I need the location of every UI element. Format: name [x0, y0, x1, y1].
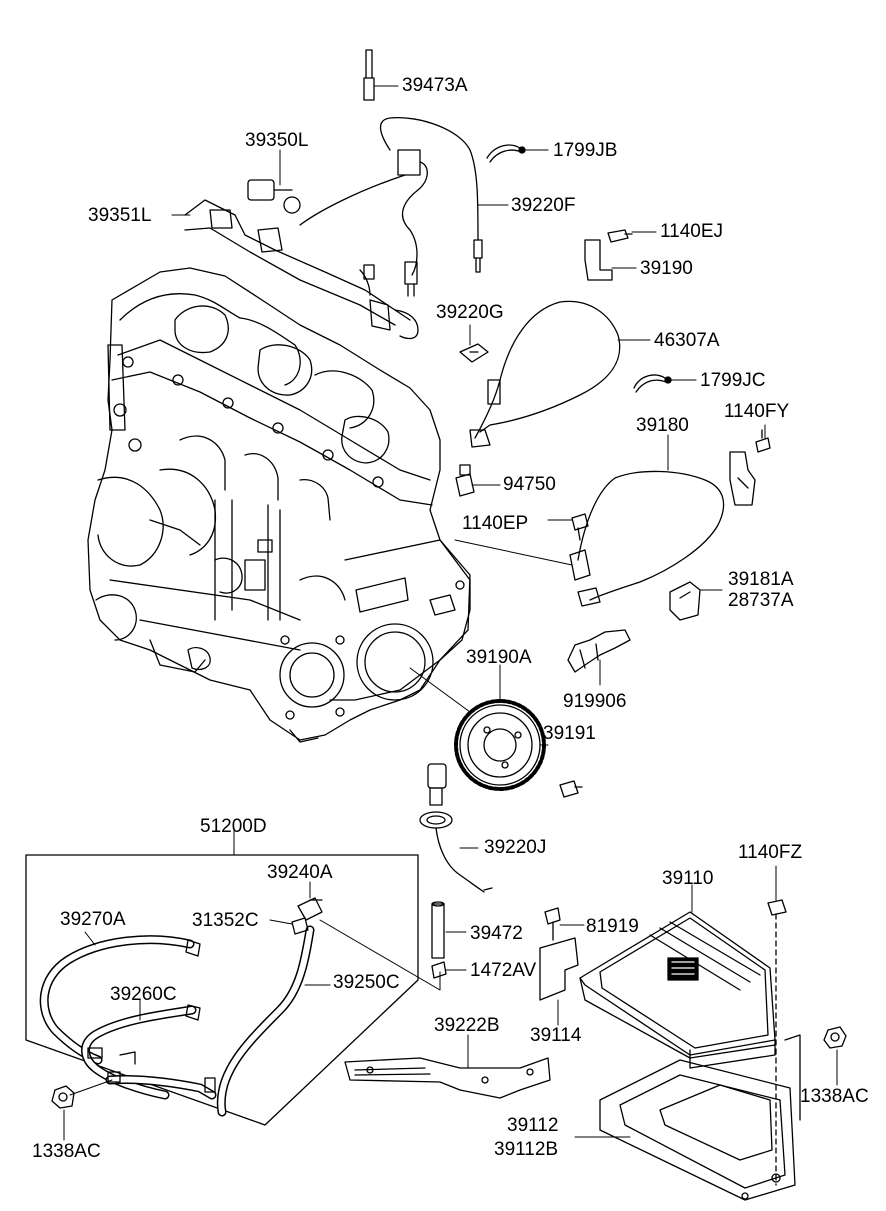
crank-sensor	[419, 763, 493, 893]
label-39220j: 39220J	[484, 837, 547, 858]
label-39473a: 39473A	[402, 75, 468, 96]
hose-assembly	[25, 854, 419, 1126]
label-39351l: 39351L	[88, 205, 152, 226]
label-39190a: 39190A	[466, 647, 532, 668]
label-919906: 919906	[563, 691, 627, 712]
label-1140fy: 1140FY	[724, 401, 790, 422]
label-1338ac-left: 1338AC	[32, 1141, 101, 1162]
label-39220f: 39220F	[511, 195, 576, 216]
label-31352c: 31352C	[192, 910, 259, 931]
label-1799jb: 1799JB	[553, 140, 618, 161]
label-1799jc: 1799JC	[700, 370, 766, 391]
label-1472av: 1472AV	[470, 960, 537, 981]
label-1140fz: 1140FZ	[738, 842, 803, 863]
engine-block	[87, 267, 471, 743]
vacuum-tube	[431, 901, 447, 979]
label-39180: 39180	[636, 415, 689, 436]
reluctor-ring	[454, 699, 583, 798]
label-46307a: 46307A	[654, 330, 720, 351]
label-39270a: 39270A	[60, 909, 126, 930]
label-81919: 81919	[586, 916, 639, 937]
label-39240a: 39240A	[267, 862, 333, 883]
ecu-unit	[579, 899, 787, 1186]
label-39350l: 39350L	[245, 130, 309, 151]
cam-crank-sensor-group	[455, 300, 771, 673]
label-39114: 39114	[530, 1025, 582, 1046]
label-1140ep: 1140EP	[462, 513, 529, 534]
label-39181a: 39181A	[728, 569, 794, 590]
oxygen-sensor-group	[184, 49, 633, 340]
label-39190: 39190	[640, 258, 693, 279]
label-94750: 94750	[503, 474, 556, 495]
bracket-small	[539, 907, 579, 1001]
bracket-39222b	[344, 1057, 551, 1099]
label-39472: 39472	[470, 923, 523, 944]
label-39220g: 39220G	[436, 302, 504, 323]
label-39250c: 39250C	[333, 972, 400, 993]
label-28737a: 28737A	[728, 590, 794, 611]
label-39191: 39191	[543, 723, 596, 744]
label-51200d: 51200D	[200, 816, 267, 837]
label-39222b: 39222B	[434, 1015, 500, 1036]
label-39260c: 39260C	[110, 984, 177, 1005]
leader-lines	[63, 85, 838, 1141]
label-39112b: 39112B	[494, 1139, 559, 1160]
label-39110: 39110	[662, 868, 714, 889]
label-39112: 39112	[507, 1115, 559, 1136]
mount-plate	[599, 1026, 847, 1201]
label-1338ac-right: 1338AC	[800, 1086, 869, 1107]
label-1140ej: 1140EJ	[660, 221, 724, 242]
